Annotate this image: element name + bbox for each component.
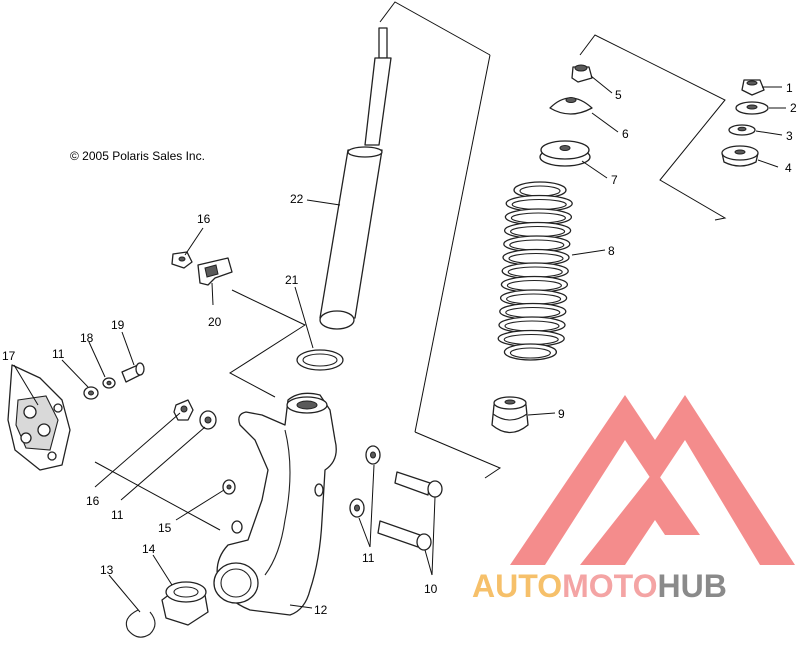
callout-bushing-cup: 4 (785, 161, 792, 175)
strut-body-bottom (319, 310, 355, 330)
copyright-text: © 2005 Polaris Sales Inc. (70, 149, 205, 163)
washer-upper-bolt (365, 445, 381, 465)
cup-washer (549, 97, 593, 115)
mounting-bolt-upper (394, 471, 443, 498)
bracket-clamp (229, 289, 307, 398)
watermark-logo-inner (580, 470, 700, 565)
strut-body (319, 149, 383, 319)
callout-washer-knuckle: 11 (111, 508, 124, 522)
bushing-cup (721, 145, 759, 167)
watermark-word-auto: AUTO (472, 568, 562, 604)
grease-fitting (222, 479, 236, 495)
callout-lock-washer: 18 (80, 331, 94, 345)
callout-snap-ring: 13 (100, 563, 114, 577)
callout-steering-knuckle: 12 (314, 603, 328, 617)
callout-strut-damper: 22 (290, 192, 304, 206)
callout-brake-caliper: 17 (2, 349, 16, 363)
callout-nut-upper: 16 (197, 212, 211, 226)
spring-seat (539, 140, 591, 167)
strut-body-top (347, 146, 383, 158)
bracket-strut-top (379, 1, 491, 56)
lock-nut (741, 79, 765, 96)
flat-washer (735, 101, 769, 115)
steering-knuckle (213, 392, 337, 616)
strut-rod (364, 57, 392, 146)
bracket-caliper (94, 461, 221, 531)
nut-upper (171, 251, 193, 269)
o-ring (296, 349, 344, 371)
watermark-word-moto: MOTO (562, 568, 657, 604)
strut-damper (319, 27, 392, 330)
spring-coil (503, 343, 558, 361)
snap-ring (125, 609, 156, 638)
rubber-bushing (728, 124, 756, 136)
top-nut (571, 64, 593, 83)
callout-mounting-bolts: 10 (424, 582, 438, 596)
bracket-strut-right (414, 54, 491, 433)
callout-o-ring: 21 (285, 273, 299, 287)
brake-line-clip (197, 257, 233, 286)
nut-lower (173, 399, 194, 421)
brake-caliper (7, 364, 71, 471)
leader-lines (13, 75, 786, 613)
callout-cup-washer: 6 (622, 127, 629, 141)
bracket-strut-bottom (414, 431, 502, 479)
wheel-bearing (161, 581, 209, 626)
lock-washer (102, 377, 116, 389)
washer-knuckle (199, 410, 217, 430)
watermark-word-hub: HUB (657, 568, 726, 604)
callout-wheel-bearing: 14 (142, 542, 156, 556)
washer-lower-bolt (349, 498, 365, 518)
callout-rubber-bushing: 3 (786, 129, 793, 143)
coil-spring (497, 181, 573, 361)
assembly-brackets (94, 1, 727, 531)
callout-spring-seat: 7 (611, 173, 618, 187)
strut-rod-tip (378, 27, 388, 59)
callouts: 1 2 3 4 5 6 7 8 9 10 11 12 13 14 15 16 1… (2, 81, 797, 617)
callout-lock-nut: 1 (786, 81, 793, 95)
bump-stop (491, 396, 529, 434)
callout-caliper-bolt: 19 (111, 318, 125, 332)
mounting-bolt-lower (377, 520, 432, 551)
callout-nut-lower: 16 (86, 494, 100, 508)
spring-coil-inner (509, 347, 551, 359)
svg-text:AUTOMOTOHUB: AUTOMOTOHUB (472, 568, 727, 604)
callout-bump-stop: 9 (558, 407, 565, 421)
callout-washers-bolts: 11 (362, 551, 375, 565)
callout-grease-fitting: 15 (158, 521, 172, 535)
callout-flat-washer: 2 (790, 101, 797, 115)
watermark-logo: AUTOMOTOHUB (472, 395, 795, 604)
washer-caliper (83, 386, 99, 400)
caliper-bolt (121, 362, 145, 383)
bracket-top-hardware (579, 34, 727, 221)
callout-washer-caliper: 11 (52, 347, 65, 361)
callout-brake-line-clip: 20 (208, 315, 222, 329)
callout-coil-spring: 8 (608, 244, 615, 258)
callout-top-nut: 5 (615, 88, 622, 102)
